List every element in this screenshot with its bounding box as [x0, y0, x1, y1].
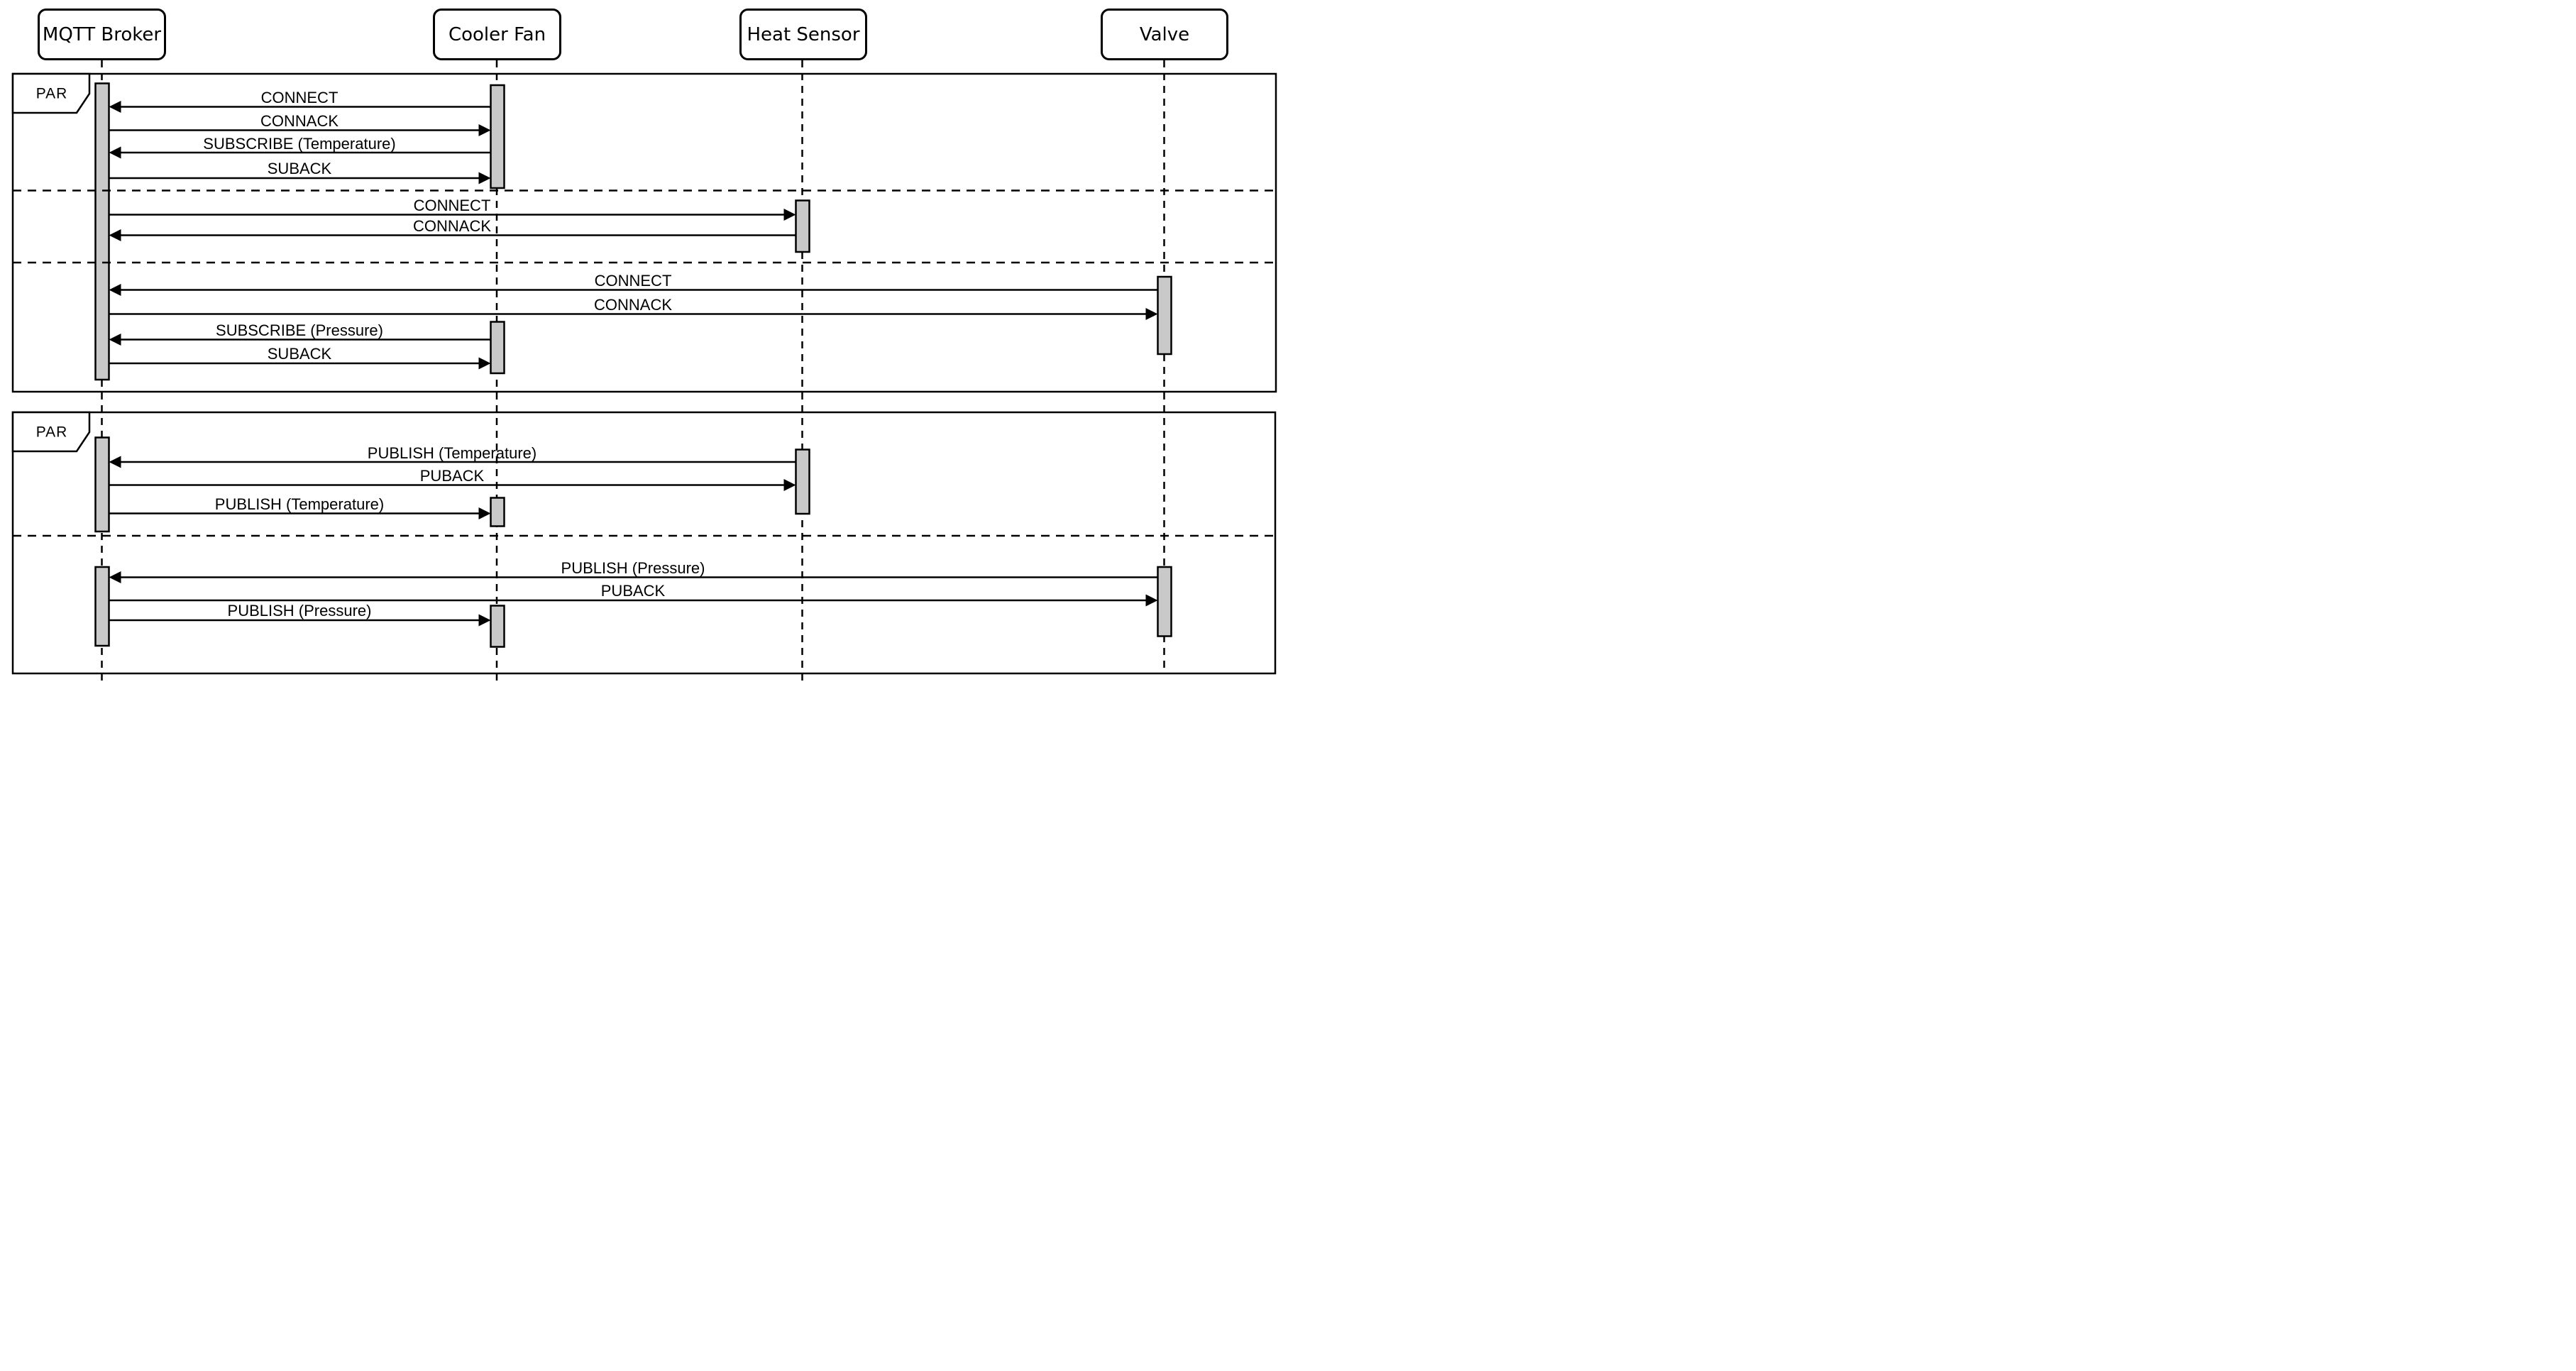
arrowhead-left-icon — [109, 456, 121, 468]
participant-heat-sensor: Heat Sensor — [739, 9, 867, 60]
arrowhead-right-icon — [478, 124, 491, 136]
message-label: CONNECT — [594, 272, 672, 290]
arrowhead-right-icon — [478, 172, 491, 185]
message-label: CONNECT — [413, 197, 491, 214]
message-label: CONNACK — [260, 112, 339, 130]
message-label: PUBLISH (Temperature) — [214, 495, 385, 513]
message-label: CONNACK — [412, 217, 492, 235]
par-fragment-1-operator-box — [11, 72, 91, 114]
message-label: PUBLISH (Pressure) — [561, 559, 705, 577]
par-fragment-1-frame — [11, 72, 1277, 393]
message-label: SUBSCRIBE (Temperature) — [203, 135, 396, 153]
activation-broker-frame1 — [94, 82, 110, 381]
message-label: PUBLISH (Pressure) — [227, 602, 372, 620]
par-fragment-2-operator-box — [11, 411, 91, 453]
message-label: PUBLISH (Temperature) — [367, 444, 537, 462]
par-fragment-2-operator: PAR — [35, 424, 68, 441]
participant-label: Heat Sensor — [747, 23, 860, 45]
activation-valve-frame2b — [1157, 566, 1172, 637]
arrowhead-left-icon — [109, 284, 121, 296]
message-label: CONNACK — [593, 296, 673, 314]
activation-valve-section3 — [1157, 275, 1172, 356]
arrowhead-left-icon — [109, 101, 121, 113]
message-label: SUBSCRIBE (Pressure) — [216, 321, 383, 339]
arrowhead-right-icon — [1145, 594, 1158, 607]
arrowhead-left-icon — [109, 229, 121, 241]
message-label: CONNECT — [260, 89, 338, 106]
arrowhead-right-icon — [783, 209, 796, 221]
message-label: SUBACK — [267, 345, 332, 363]
activation-fan-frame2a — [490, 497, 505, 527]
arrowhead-right-icon — [478, 507, 491, 519]
diagram-drawing-layer — [11, 60, 1277, 683]
par-fragment-1-operator: PAR — [35, 85, 68, 102]
activation-broker-frame2b — [94, 566, 110, 647]
participant-mqtt-broker: MQTT Broker — [38, 9, 166, 60]
arrowhead-left-icon — [109, 571, 121, 583]
participant-cooler-fan: Cooler Fan — [433, 9, 561, 60]
participant-label: MQTT Broker — [42, 23, 162, 45]
activation-broker-frame2a — [94, 436, 110, 533]
sequence-diagram: MQTT Broker Cooler Fan Heat Sensor Valve… — [0, 0, 1288, 686]
arrowhead-left-icon — [109, 334, 121, 346]
arrowhead-right-icon — [783, 479, 796, 491]
participant-valve: Valve — [1101, 9, 1228, 60]
activation-sensor-frame2a — [795, 448, 810, 515]
activation-fan-section3 — [490, 321, 505, 375]
activation-fan-section1 — [490, 84, 505, 189]
message-label: PUBACK — [600, 582, 666, 600]
activation-fan-frame2b — [490, 605, 505, 648]
par-fragment-2-frame — [11, 411, 1277, 675]
arrowhead-left-icon — [109, 146, 121, 159]
message-label: SUBACK — [267, 160, 332, 177]
activation-sensor-section2 — [795, 199, 810, 253]
participant-label: Cooler Fan — [448, 23, 546, 45]
arrowhead-right-icon — [478, 614, 491, 627]
participant-label: Valve — [1139, 23, 1190, 45]
arrowhead-right-icon — [478, 357, 491, 370]
message-label: PUBACK — [419, 467, 485, 485]
arrowhead-right-icon — [1145, 308, 1158, 320]
